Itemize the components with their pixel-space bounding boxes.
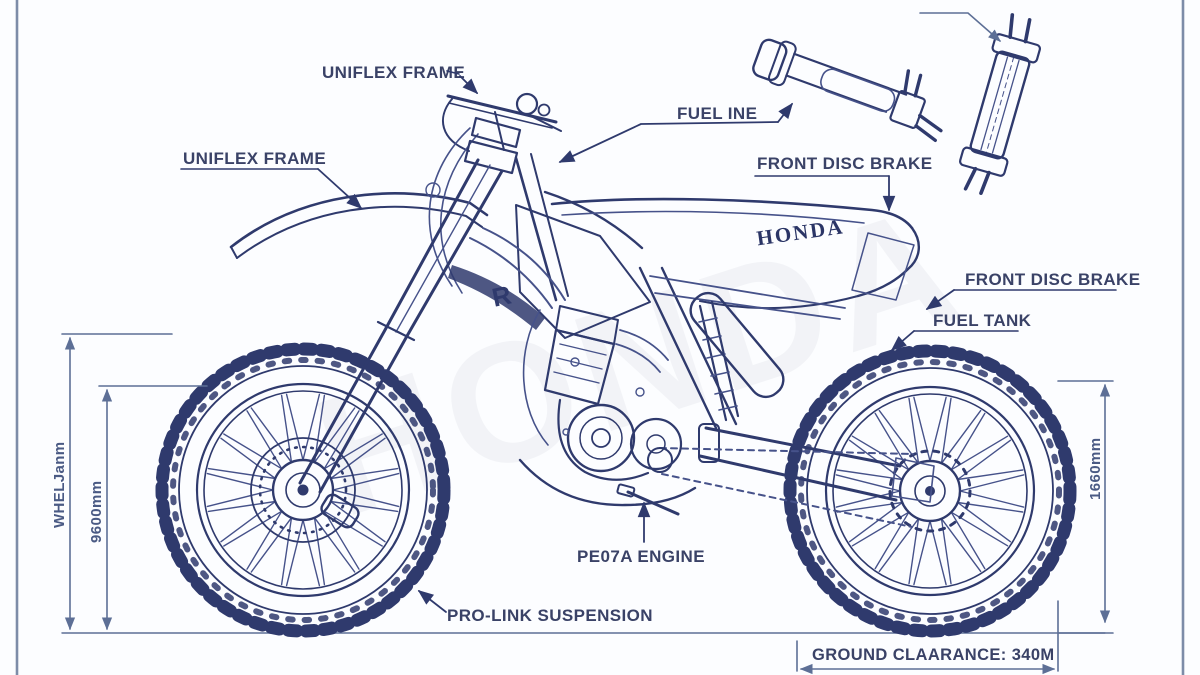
dimension-label-front-height: 9600mm — [88, 481, 105, 543]
dimension-label-wheelbase: WHELJanm — [51, 441, 68, 528]
front-sprocket — [647, 447, 673, 473]
label-uniflex-frame-top: UNIFLEX FRAME — [322, 63, 465, 82]
label-fuel-tank: FUEL TANK — [933, 311, 1032, 330]
label-front-disc-brake-a: FRONT DISC BRAKE — [757, 154, 932, 173]
chain-upper — [659, 447, 914, 455]
steering-head — [463, 111, 522, 175]
front-brake-caliper — [320, 493, 360, 529]
brake-pedal — [626, 490, 680, 516]
detached-damper-part — [958, 13, 1042, 195]
front-wheel — [155, 342, 451, 638]
skid-plate — [518, 458, 697, 507]
rear-frame — [638, 266, 846, 430]
fuel-tank-shroud — [448, 153, 651, 339]
side-number-plate — [851, 232, 915, 301]
dimension-label-rear-height: 1660mm — [1087, 438, 1104, 500]
label-pro-link-suspension: PRO-LINK SUSPENSION — [447, 606, 653, 625]
engine — [518, 305, 697, 516]
foot-peg — [616, 483, 636, 498]
chain-lower — [661, 473, 913, 528]
rear-sprocket — [888, 449, 972, 533]
motorcycle-body: R HONDA — [229, 92, 935, 528]
label-front-disc-brake-b: FRONT DISC BRAKE — [965, 270, 1140, 289]
front-wheel-spokes — [206, 393, 400, 587]
label-ground-clearance: GROUND CLAARANCE: 340M — [812, 646, 1055, 664]
handlebar — [442, 92, 562, 152]
callouts: UNIFLEX FRAME UNIFLEX FRAME FUEL INE FRO… — [180, 63, 1140, 664]
page-border — [15, 0, 1185, 675]
top-right-leader — [919, 12, 1001, 42]
label-uniflex-frame-left: UNIFLEX FRAME — [183, 149, 326, 168]
label-engine: PE07A ENGINE — [577, 547, 705, 566]
swingarm — [647, 423, 935, 528]
label-fuel-line: FUEL INE — [677, 104, 757, 123]
rear-wheel — [783, 344, 1077, 638]
dimension-lines — [61, 12, 1114, 675]
seat-tail — [550, 197, 920, 309]
shroud-decal-swoosh — [448, 265, 545, 330]
muffler — [689, 291, 785, 399]
front-fork — [298, 158, 504, 494]
detached-linkage-part — [752, 38, 943, 143]
